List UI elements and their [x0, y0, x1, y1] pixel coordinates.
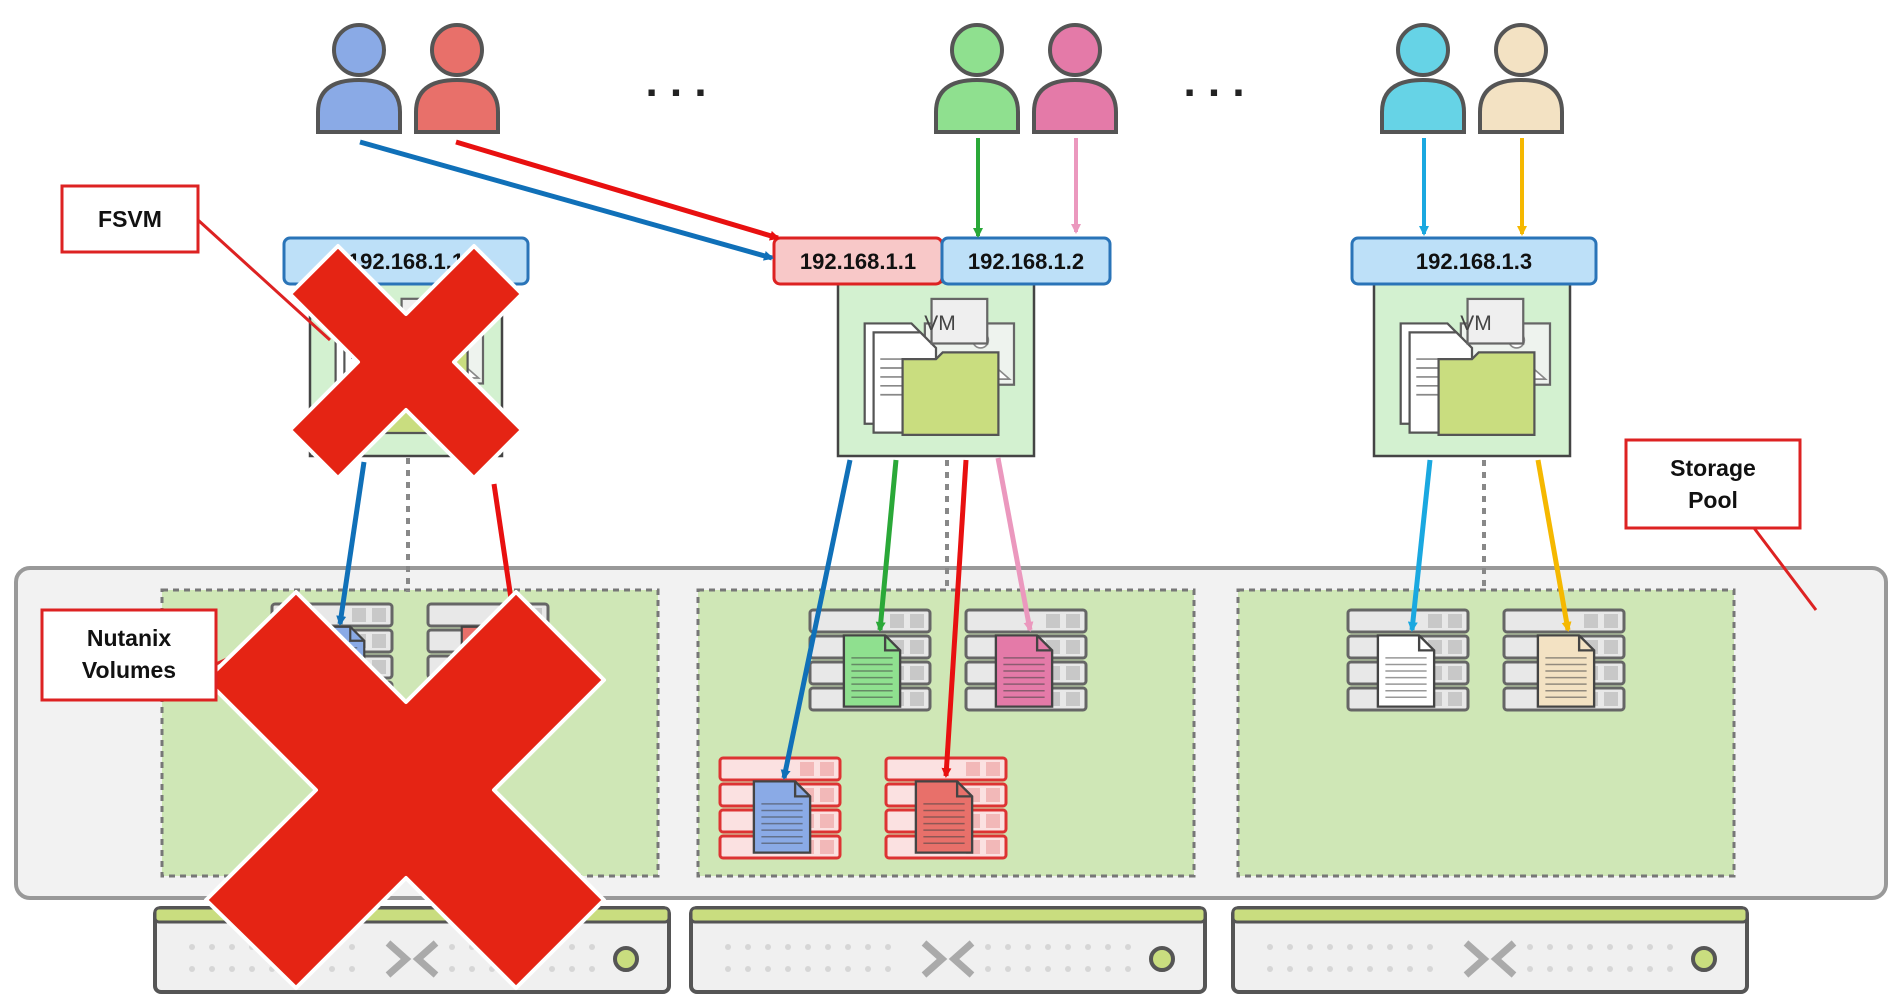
- file-icon: [994, 634, 1054, 708]
- arrow-green-fsvm2: [875, 459, 899, 632]
- file-icon: [842, 634, 902, 708]
- arrow-red-user: [455, 139, 780, 241]
- file-icon: [752, 780, 812, 854]
- arrow-blue-fsvm1: [336, 461, 367, 626]
- arrow-cyan-fsvm3: [1407, 459, 1433, 632]
- volumes-callout: [40, 608, 218, 702]
- ip-box-node2: [940, 236, 1112, 286]
- ellipsis-1: . . .: [645, 57, 706, 106]
- arrow-yellow-fsvm3: [1535, 459, 1572, 632]
- ip-label-node2: 192.168.1.2: [968, 249, 1084, 274]
- arrow-blue-user: [359, 139, 774, 261]
- fsvm-callout: [60, 184, 200, 254]
- ip-box-node3: [1350, 236, 1598, 286]
- user-icon: [1032, 23, 1118, 134]
- file-icon: [914, 780, 974, 854]
- user-icon: [934, 23, 1020, 134]
- file-icon: [1536, 634, 1596, 708]
- user-icon: [1478, 23, 1564, 134]
- failure-x-icon: [204, 590, 606, 990]
- ip-label-node1-migrated: 192.168.1.1: [800, 249, 916, 274]
- ip-label-node1: 192.168.1.1: [348, 249, 464, 274]
- fsvm-callout-line: [196, 218, 332, 342]
- storage-callout-line: [1752, 527, 1818, 611]
- storage-label-line2: Pool: [1688, 487, 1738, 513]
- server-node3: [1233, 908, 1747, 992]
- vm-icon: VM: [924, 312, 956, 335]
- storage-label-line1: Storage: [1670, 455, 1756, 481]
- arrow-pink-fsvm2: [995, 457, 1034, 632]
- arrow-blue-fsvm2: [780, 459, 853, 780]
- vm-icon: VM: [1460, 312, 1492, 335]
- storage-pool-callout: [1624, 438, 1802, 530]
- file-icon: [1376, 634, 1436, 708]
- ip-label-node3: 192.168.1.3: [1416, 249, 1532, 274]
- arrow-red-fsvm2: [941, 459, 969, 778]
- user-icon: [414, 23, 500, 134]
- ellipsis-2: . . .: [1183, 57, 1244, 106]
- volume-group-node3: [1236, 588, 1736, 878]
- server-node2: [691, 908, 1205, 992]
- user-icon: [1380, 23, 1466, 134]
- volumes-label-line1: Nutanix: [87, 625, 172, 651]
- volumes-label-line2: Volumes: [82, 657, 176, 683]
- fsvm-label: FSVM: [98, 206, 162, 232]
- user-icon: [316, 23, 402, 134]
- failure-x-icon: [288, 244, 524, 480]
